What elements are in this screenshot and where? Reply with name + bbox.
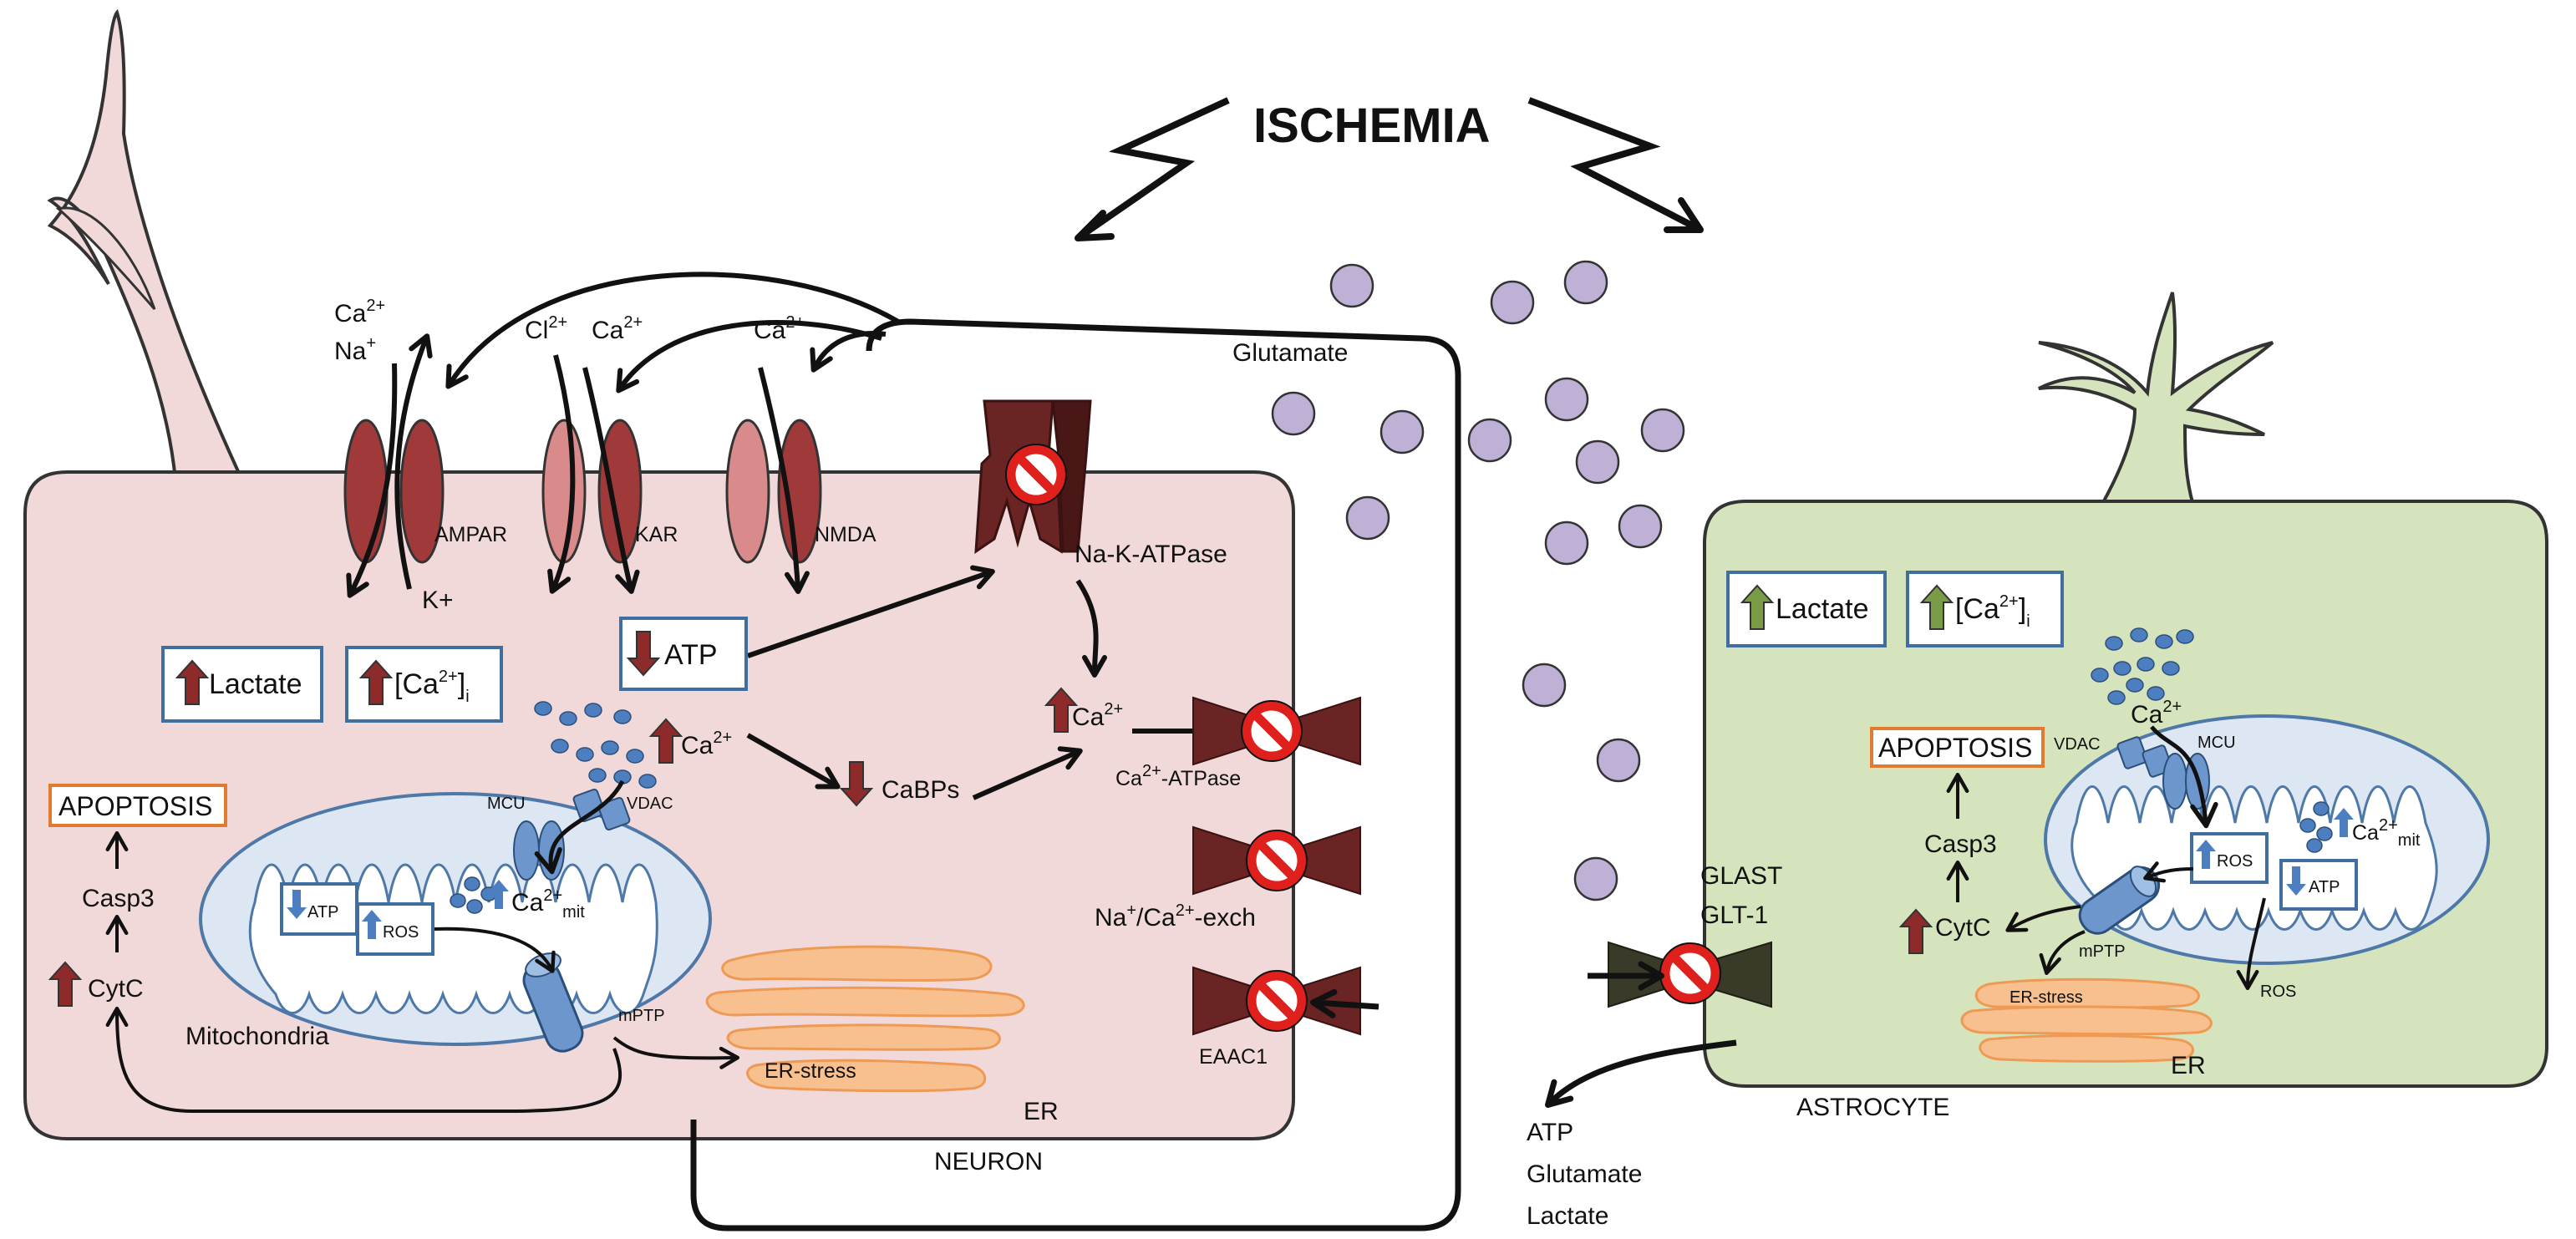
astro-cai-label: [Ca2+]i: [1955, 592, 2030, 631]
neuron-ca-dots: [534, 701, 657, 789]
nmda-ca-label: Ca2+: [754, 313, 805, 344]
signal-arrows: [746, 565, 1233, 800]
astro-vdac-label: VDAC: [2054, 735, 2101, 754]
ampar-ca-label: Ca2+: [334, 297, 385, 328]
astro-ca-dots: [2091, 627, 2194, 705]
astro-apoptosis-label: APOPTOSIS: [1878, 733, 2032, 763]
astro-ros-out-label: ROS: [2260, 983, 2296, 1001]
glutamate-molecules: [1271, 260, 1685, 901]
eaac1-label: EAAC1: [1199, 1045, 1268, 1069]
kar-ca-label: Ca2+: [592, 313, 643, 344]
astro-mit-ca-dots: [2299, 801, 2333, 853]
ca-atpase-label: Ca2+-ATPase: [1115, 762, 1241, 790]
nmda-receptor: [725, 419, 822, 564]
astro-ca-label: Ca2+: [2131, 698, 2182, 729]
nmda-label: NMDA: [815, 523, 876, 546]
astro-casp3-label: Casp3: [1924, 830, 1997, 858]
glutamate-label: Glutamate: [1232, 339, 1348, 367]
neuron-mptp-label: mPTP: [618, 1007, 665, 1025]
astro-mito-ros-label: ROS: [2217, 852, 2253, 871]
na-ca-exch-label: Na+/Ca2+-exch: [1095, 901, 1256, 932]
ion-flux-arrows: [346, 272, 900, 598]
neuron-casp3-label: Casp3: [82, 885, 155, 912]
ca-atpase-pump: [1192, 698, 1361, 764]
astro-cytc-label: CytC: [1935, 914, 1991, 942]
astrocyte-process: [2038, 292, 2274, 507]
neuron-er: [705, 945, 1025, 1093]
kar-cl-label: Cl2+: [525, 313, 567, 344]
kar-label: KAR: [635, 523, 678, 546]
ampar-na-label: Na+: [334, 334, 376, 365]
neuron-apoptosis-box: [48, 784, 227, 827]
neuron-er-label: ER: [1024, 1098, 1059, 1125]
neuron-mcu-label: MCU: [487, 795, 526, 813]
neuron-cyto-ca-label: Ca2+: [681, 729, 732, 759]
neuron-label: NEURON: [934, 1148, 1043, 1176]
astro-mito-atp-label: ATP: [2309, 878, 2340, 896]
astro-er-label: ER: [2171, 1052, 2206, 1079]
astro-er: [1960, 977, 2213, 1063]
ampar-k-label: K+: [422, 586, 454, 614]
na-k-atpase-label: Na-K-ATPase: [1075, 541, 1227, 568]
neuron-mito-ros-label: ROS: [383, 923, 419, 942]
na-k-atpase-pump: [974, 399, 1092, 554]
astrocyte-cell: [1703, 292, 2548, 1088]
release-lactate-label: Lactate: [1527, 1202, 1608, 1230]
glast-label: GLAST: [1700, 862, 1782, 890]
astro-ca-mit-label: Ca2+mit: [2352, 816, 2421, 850]
lightning-left: [1075, 97, 1230, 241]
astro-mptp-label: mPTP: [2079, 942, 2126, 961]
eaac1-transporter: [1192, 967, 1361, 1034]
release-glutamate-label: Glutamate: [1527, 1160, 1642, 1188]
neuron-mit-ca-dots: [450, 876, 497, 914]
title-ischemia: ISCHEMIA: [1253, 99, 1491, 153]
astrocyte-label: ASTROCYTE: [1796, 1094, 1949, 1121]
pump-ca-label: Ca2+: [1072, 700, 1123, 731]
cabps-label: CaBPs: [882, 776, 959, 804]
neuron-lactate-label: Lactate: [209, 668, 302, 700]
lightning-right: [1527, 97, 1702, 233]
na-ca-exchanger: [1192, 827, 1361, 894]
neuron-ca-mit-label: Ca2+mit: [511, 886, 585, 922]
astro-lactate-label: Lactate: [1776, 593, 1869, 625]
neuron-atp-label: ATP: [664, 639, 718, 671]
glast-glt1-transporter: [1608, 942, 1772, 1007]
mitochondria-label: Mitochondria: [185, 1023, 329, 1050]
neuron-apoptosis-label: APOPTOSIS: [58, 791, 212, 821]
neuron-cai-label: [Ca2+]i: [394, 668, 470, 706]
neuron-dendrite: [47, 8, 246, 482]
neuron-mito-atp-label: ATP: [307, 903, 338, 922]
astro-apoptosis-box: [1870, 727, 2045, 768]
glt1-label: GLT-1: [1700, 901, 1768, 929]
release-atp-label: ATP: [1527, 1119, 1573, 1146]
neuron-er-stress-label: ER-stress: [765, 1059, 856, 1083]
ampar-label: AMPAR: [434, 523, 507, 546]
neuron-cytc-label: CytC: [88, 975, 144, 1003]
astro-mcu-label: MCU: [2197, 734, 2236, 752]
neuron-vdac-label: VDAC: [627, 795, 673, 813]
astro-er-stress-label: ER-stress: [2009, 988, 2083, 1007]
